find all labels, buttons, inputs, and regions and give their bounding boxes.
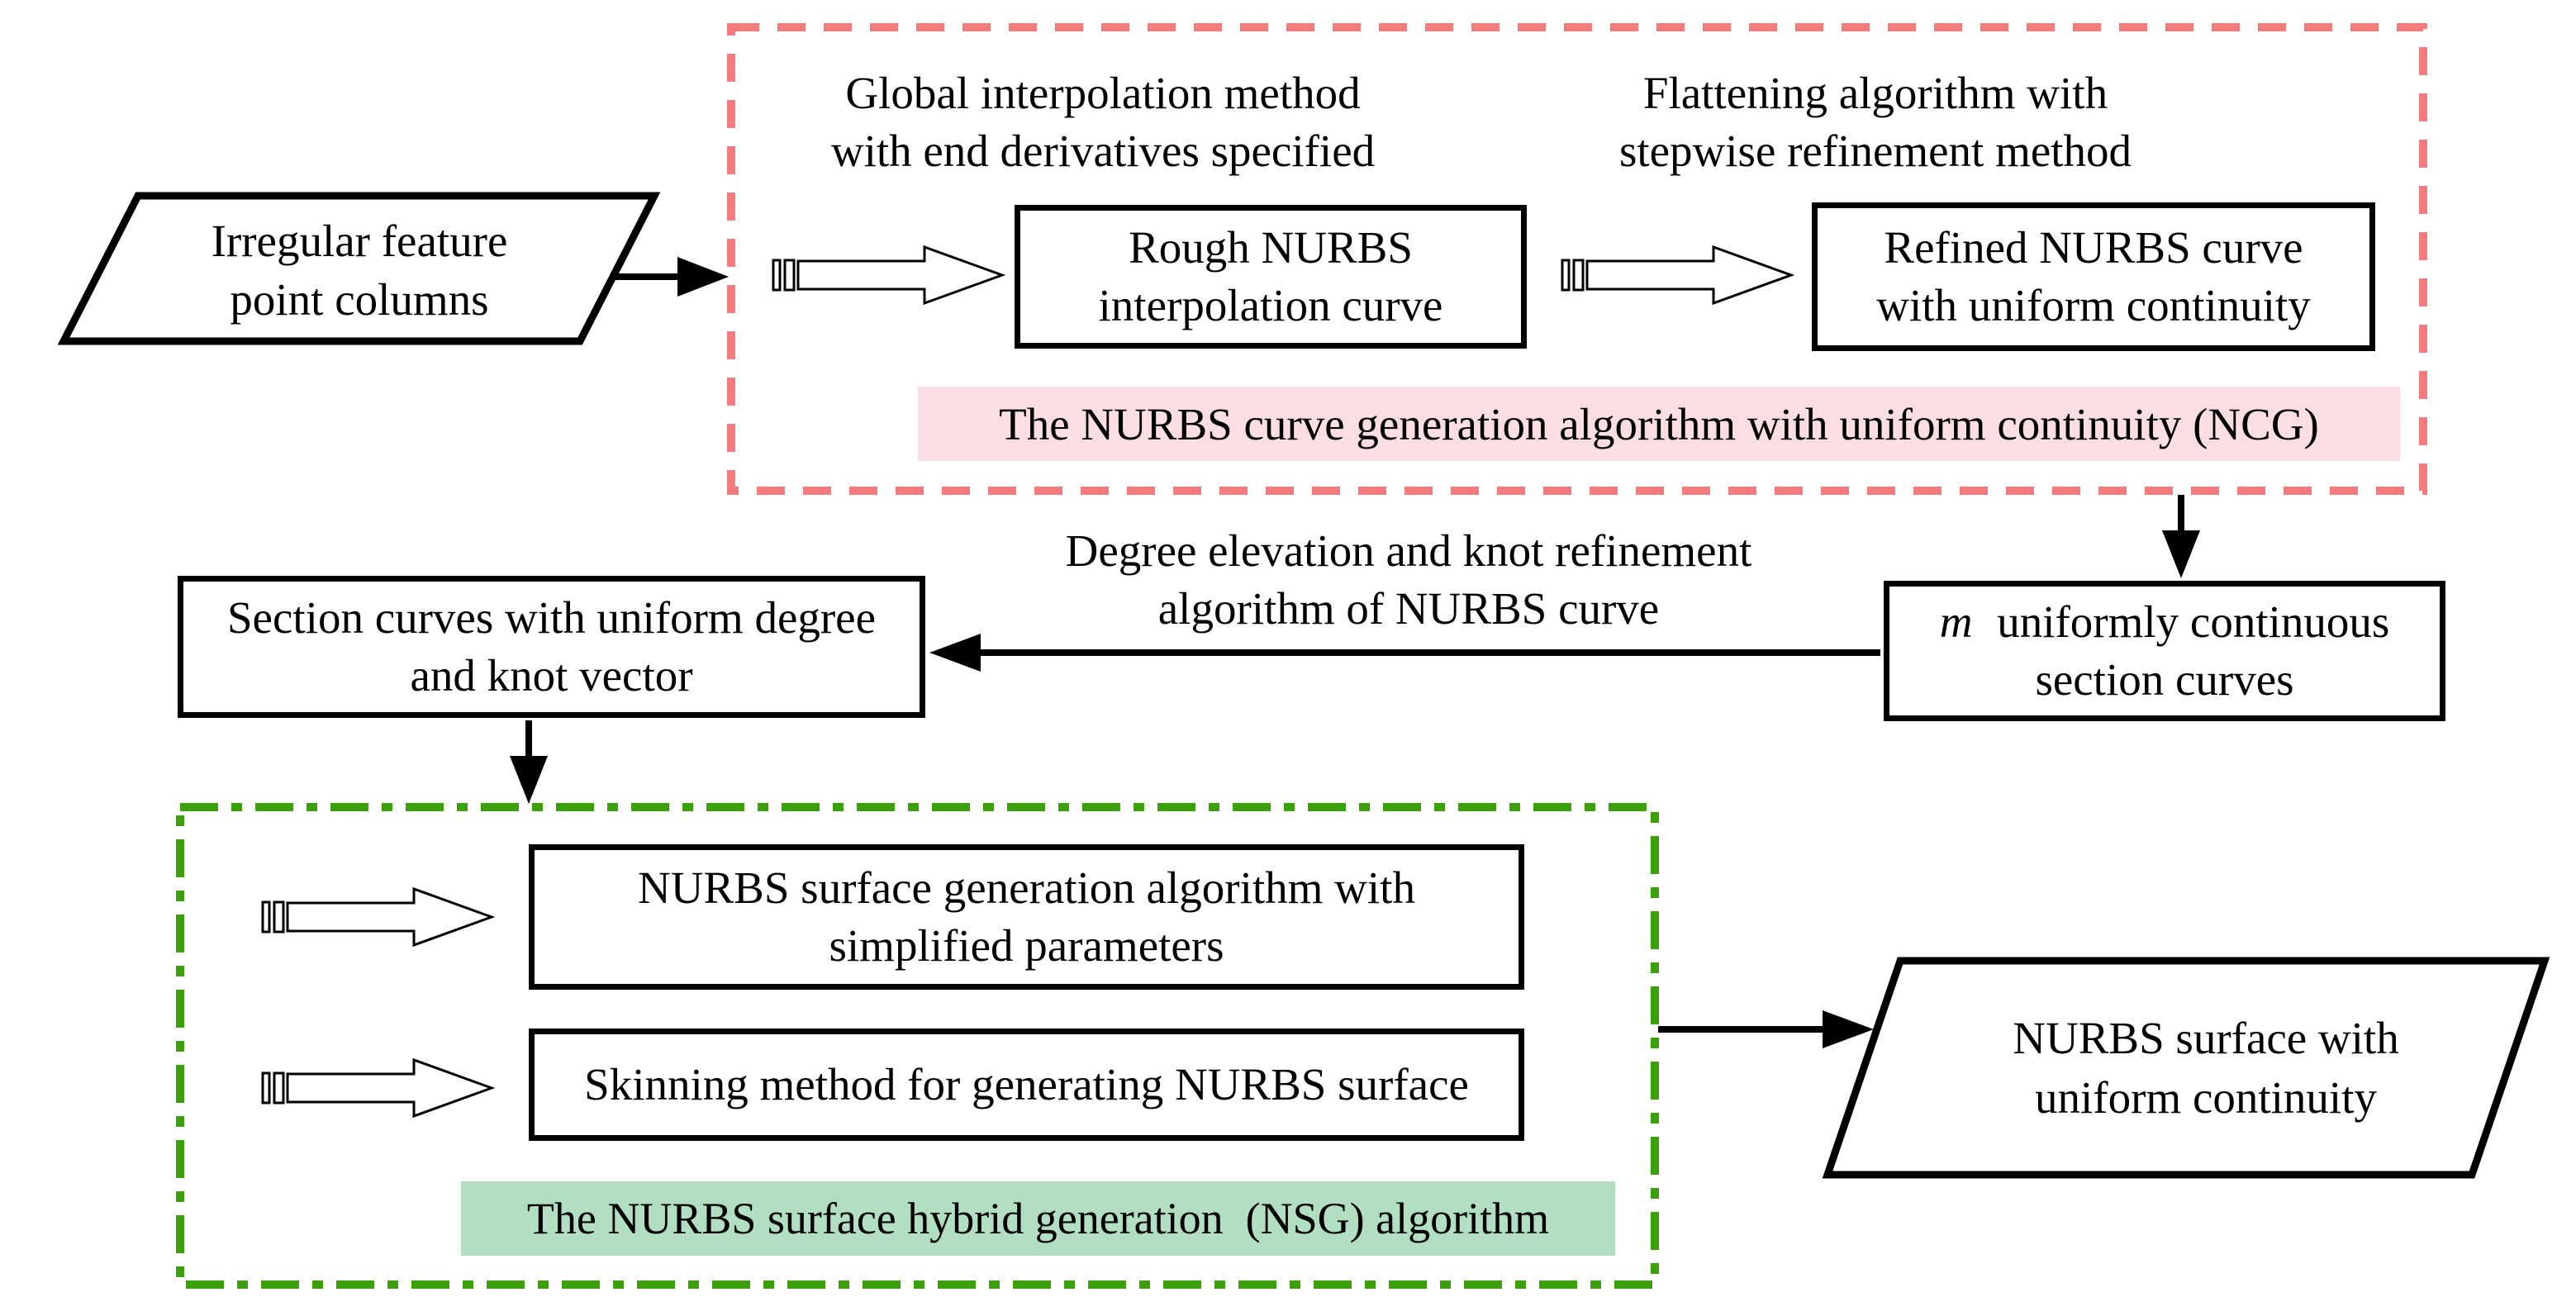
striped-right-arrow-icon: [261, 887, 493, 947]
nsg-dashdot-container: [176, 803, 1659, 1289]
box-refined-nurbs-curve: Refined NURBS curve with uniform continu…: [1812, 202, 2375, 351]
arrowhead-icon: [2162, 530, 2200, 578]
caption-global-interpolation: Global interpolation method with end der…: [789, 64, 1417, 181]
box-rough-line1: Rough NURBS: [1129, 221, 1413, 273]
m-italic-symbol: m: [1939, 596, 1973, 647]
output-parallelogram-label: NURBS surface with uniform continuity: [1925, 979, 2487, 1157]
nsg-caption-text: The NURBS surface hybrid generation (NSG…: [526, 1194, 1550, 1243]
box-m-section-curves: m uniformly continuous section curves: [1884, 581, 2445, 721]
caption-flattening-algorithm: Flattening algorithm with stepwise refin…: [1561, 64, 2189, 181]
arrow-ncg-to-mbox: [2162, 495, 2200, 578]
arrow-mbox-to-sectionbox: [929, 634, 1880, 672]
output-line1: NURBS surface with: [2013, 1013, 2399, 1063]
striped-right-arrow-icon: [1561, 245, 1793, 305]
arrowhead-icon: [929, 634, 981, 672]
box-rough-line2: interpolation curve: [1098, 280, 1443, 330]
output-line2: uniform continuity: [2035, 1071, 2377, 1123]
caption-global-line2: with end derivatives specified: [830, 126, 1376, 177]
arrowhead-icon: [677, 257, 729, 297]
m-box-line1: m uniformly continuous: [1940, 593, 2390, 651]
ncg-highlight-caption: The NURBS curve generation algorithm wit…: [918, 387, 2400, 461]
ncg-caption-text: The NURBS curve generation algorithm wit…: [999, 398, 2319, 449]
box-surface-generation: NURBS surface generation algorithm with …: [529, 844, 1524, 990]
ncg-dashed-container: [727, 23, 2427, 495]
arrowhead-icon: [1823, 1010, 1874, 1048]
input-line2: point columns: [230, 274, 489, 325]
box-skinning-method: Skinning method for generating NURBS sur…: [529, 1029, 1524, 1141]
section-box-line2: and knot vector: [410, 650, 693, 701]
skinning-text: Skinning method for generating NURBS sur…: [584, 1058, 1469, 1109]
m-box-line1-rest: uniformly continuous: [1985, 596, 2390, 647]
section-box-line1: Section curves with uniform degree: [226, 591, 877, 643]
label-degree-line2: algorithm of NURBS curve: [1157, 583, 1660, 634]
striped-right-arrow-icon: [261, 1058, 493, 1118]
input-line1: Irregular feature: [211, 215, 508, 266]
striped-right-arrow-icon: [772, 245, 1004, 305]
box-refined-line2: with uniform continuity: [1876, 280, 2311, 330]
box-refined-line1: Refined NURBS curve: [1884, 221, 2303, 273]
label-degree-elevation: Degree elevation and knot refinement alg…: [1037, 522, 1780, 639]
input-parallelogram-shape: [57, 192, 661, 345]
input-parallelogram-label: Irregular feature point columns: [107, 208, 611, 332]
surface-gen-line2: simplified parameters: [829, 920, 1224, 971]
surface-gen-line1: NURBS surface generation algorithm with: [638, 862, 1415, 913]
label-degree-line1: Degree elevation and knot refinement: [1065, 525, 1752, 576]
nsg-highlight-caption: The NURBS surface hybrid generation (NSG…: [461, 1181, 1615, 1256]
box-rough-nurbs-curve: Rough NURBS interpolation curve: [1015, 205, 1527, 349]
caption-flattening-line2: stepwise refinement method: [1618, 126, 2132, 177]
caption-global-line1: Global interpolation method: [845, 68, 1361, 118]
arrow-sectionbox-to-nsg: [510, 720, 548, 804]
arrowhead-icon: [510, 756, 548, 804]
output-parallelogram-shape: [1822, 957, 2550, 1179]
arrow-nsg-to-output: [1658, 1010, 1874, 1048]
m-box-line2: section curves: [2035, 654, 2294, 705]
box-section-curves: Section curves with uniform degree and k…: [178, 576, 925, 718]
arrow-input-to-ncg: [611, 257, 729, 297]
caption-flattening-line1: Flattening algorithm with: [1642, 68, 2108, 118]
